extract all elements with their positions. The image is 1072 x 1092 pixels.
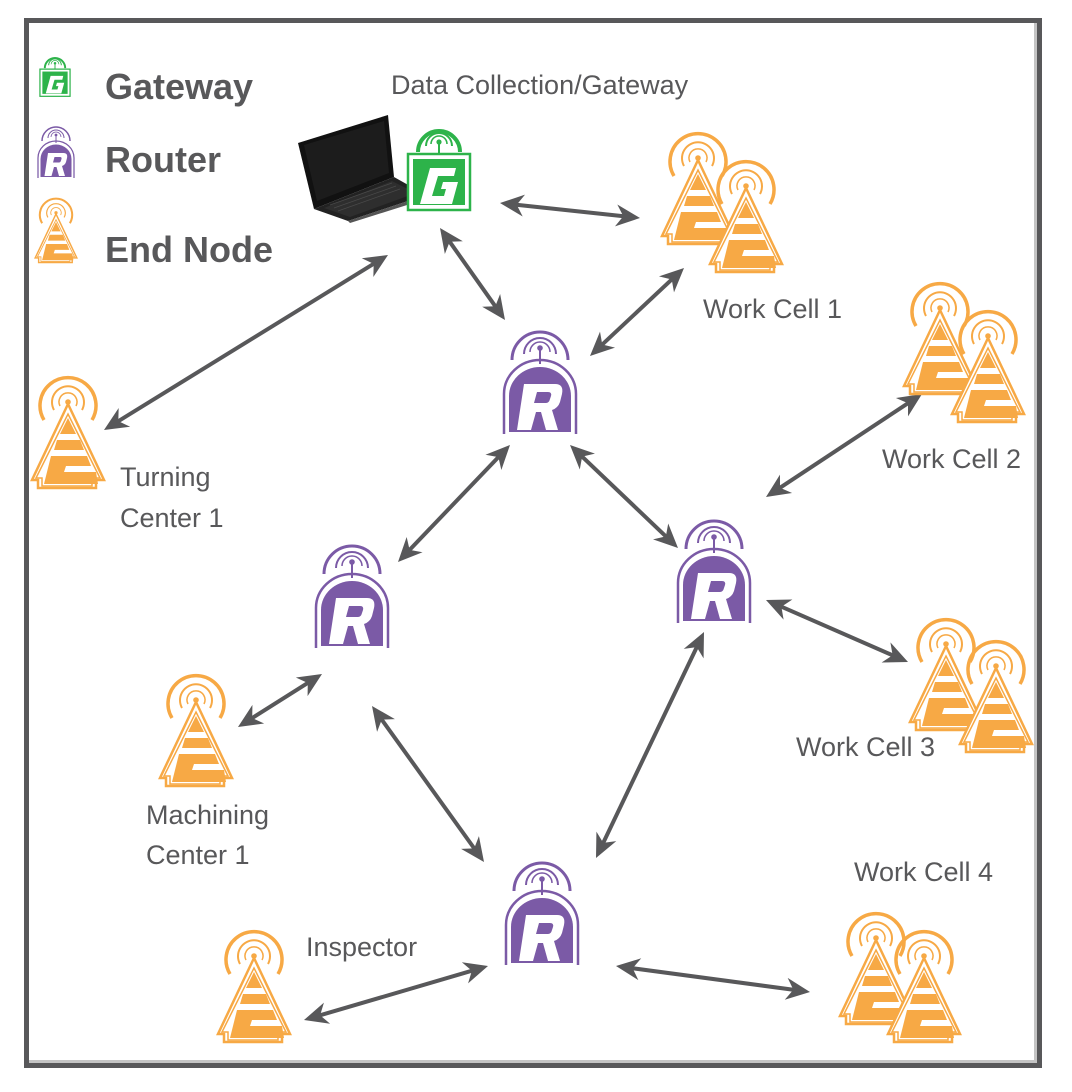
arrowhead — [784, 977, 810, 1000]
legend-label-end-node: End Node — [105, 229, 273, 270]
inspector-label: Inspector — [306, 932, 417, 962]
link-line — [378, 716, 478, 852]
link-line — [446, 238, 499, 310]
arrowhead — [616, 958, 642, 981]
arrowhead — [590, 331, 616, 356]
end-node-icon — [908, 617, 984, 732]
arrowhead — [440, 228, 463, 254]
machining-center-1: Machining Center 1 — [146, 673, 269, 870]
work-cell-4-label: Work Cell 4 — [854, 857, 993, 887]
end-node-icon — [902, 281, 978, 396]
link-line — [600, 643, 700, 847]
router-icon — [504, 861, 580, 967]
arrowhead — [482, 294, 505, 320]
machining-center-1-label-line-1: Machining — [146, 800, 269, 830]
turning-center-1-label-line-2: Center 1 — [120, 503, 224, 533]
machining-center-1-label-line-2: Center 1 — [146, 840, 250, 870]
arrowhead — [398, 537, 423, 562]
link-line — [513, 202, 627, 219]
link-line — [778, 603, 896, 659]
end-node-icon — [660, 131, 736, 246]
end-node-icon — [158, 673, 234, 788]
arrowhead — [766, 599, 793, 620]
arrowhead — [658, 268, 684, 293]
end-node-icon — [216, 929, 292, 1044]
arrowhead — [653, 523, 678, 548]
gateway-node: Data Collection/Gateway — [297, 70, 689, 224]
link-arrow-gateway-tc1 — [104, 255, 388, 430]
arrowhead — [570, 445, 595, 470]
link-arrow-router4-wc4 — [616, 958, 810, 1000]
work-cell-1: Work Cell 1 — [660, 131, 842, 324]
end-node-icon — [30, 375, 106, 490]
link-arrow-gateway-wc1 — [500, 194, 640, 227]
link-arrow-router2-mc1 — [238, 674, 322, 727]
arrowhead — [485, 445, 510, 470]
links-layer — [104, 194, 922, 1024]
router-icon — [676, 519, 752, 625]
link-arrow-router1-router2 — [398, 445, 510, 562]
link-line — [114, 260, 378, 425]
arrowhead — [304, 1002, 331, 1024]
link-arrow-router1-wc1 — [590, 268, 684, 356]
arrowhead — [614, 204, 640, 227]
arrowhead — [461, 836, 484, 862]
link-arrow-router2-router4 — [372, 706, 484, 862]
arrowhead — [361, 255, 388, 277]
link-line — [248, 679, 312, 722]
link-line — [316, 968, 476, 1018]
router-icon — [502, 330, 578, 436]
legend-label-gateway: Gateway — [105, 66, 253, 107]
link-line — [578, 453, 670, 540]
link-arrow-gateway-router1 — [440, 228, 505, 320]
arrowhead — [500, 194, 526, 217]
arrowhead — [238, 704, 265, 727]
link-line — [598, 276, 676, 348]
router-icon — [37, 126, 75, 179]
link-line — [629, 965, 797, 993]
end-node-icon — [34, 197, 78, 264]
arrowhead — [766, 474, 793, 497]
link-arrow-router3-wc2 — [766, 394, 922, 497]
arrowhead — [683, 632, 704, 659]
arrowhead — [895, 394, 922, 417]
work-cell-2-label: Work Cell 2 — [882, 444, 1021, 474]
work-cell-3: Work Cell 3 — [796, 617, 1034, 762]
arrowhead — [372, 706, 395, 732]
work-cell-1-label: Work Cell 1 — [703, 294, 842, 324]
legend: Gateway Router End Node — [34, 56, 273, 270]
link-arrow-router3-router4 — [596, 632, 704, 858]
arrowhead — [461, 962, 488, 984]
turning-center-1: Turning Center 1 — [30, 375, 224, 533]
arrowhead — [596, 831, 617, 858]
work-cell-4: Work Cell 4 — [838, 857, 993, 1044]
turning-center-1-label-line-1: Turning — [120, 462, 211, 492]
gateway-icon — [38, 56, 72, 98]
link-arrow-router4-insp — [304, 962, 488, 1024]
inspector: Inspector — [216, 929, 417, 1044]
router-icon — [314, 544, 390, 650]
link-line — [776, 400, 912, 491]
legend-label-router: Router — [105, 139, 221, 180]
link-arrow-router1-router3 — [570, 445, 678, 548]
link-arrow-router3-wc3 — [766, 599, 908, 663]
work-cell-3-label: Work Cell 3 — [796, 732, 935, 762]
work-cell-2: Work Cell 2 — [882, 281, 1026, 474]
link-line — [406, 453, 502, 554]
gateway-label: Data Collection/Gateway — [391, 70, 689, 100]
gateway-icon — [408, 131, 470, 210]
arrowhead — [295, 674, 322, 697]
arrowhead — [104, 408, 131, 430]
arrowhead — [881, 642, 908, 663]
